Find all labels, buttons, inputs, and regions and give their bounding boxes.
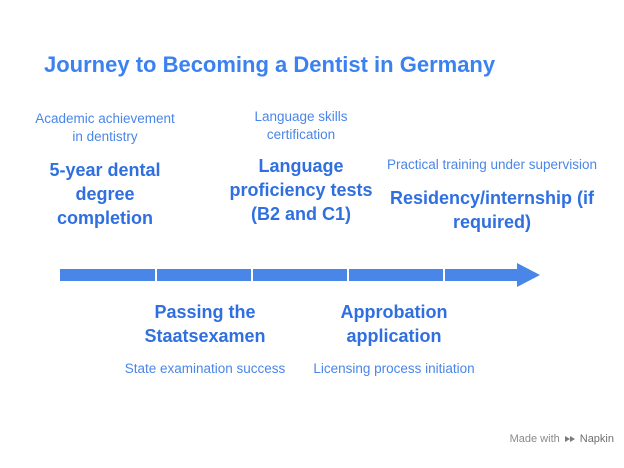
stage-heading: Approbation application xyxy=(340,302,448,346)
stage-subtext: State examination success xyxy=(124,361,286,376)
stage-residency: Practical training under supervision Res… xyxy=(382,156,602,234)
stage-heading: 5-year dental degree completion xyxy=(49,160,161,228)
napkin-logo-icon xyxy=(564,436,575,442)
stage-subtext: Practical training under supervision xyxy=(386,157,598,172)
stage-dental-degree: Academic achievement in dentistry 5-year… xyxy=(30,110,180,230)
stage-subtext: Language skills certification xyxy=(254,109,348,142)
made-with-label: Made with xyxy=(509,433,560,445)
timeline-segment xyxy=(253,269,347,281)
arrow-head-icon xyxy=(517,263,540,287)
stage-heading: Residency/internship (if required) xyxy=(389,188,595,232)
timeline-segment xyxy=(445,269,519,281)
timeline-segment xyxy=(60,269,155,281)
stage-heading: Language proficiency tests (B2 and C1) xyxy=(229,156,373,224)
timeline-segment xyxy=(157,269,251,281)
stage-approbation: Approbation application Licensing proces… xyxy=(310,300,478,378)
stage-subtext: Academic achievement in dentistry xyxy=(35,111,175,144)
stage-language-tests: Language skills certification Language p… xyxy=(222,108,380,226)
made-with-napkin-footer[interactable]: Made with Napkin xyxy=(510,433,614,445)
napkin-brand-label: Napkin xyxy=(579,433,614,445)
stage-heading: Passing the Staatsexamen xyxy=(144,302,266,346)
diagram-title: Journey to Becoming a Dentist in Germany xyxy=(44,52,496,77)
stage-staatsexamen: Passing the Staatsexamen State examinati… xyxy=(120,300,290,378)
timeline-segment xyxy=(349,269,443,281)
stage-subtext: Licensing process initiation xyxy=(313,361,475,376)
